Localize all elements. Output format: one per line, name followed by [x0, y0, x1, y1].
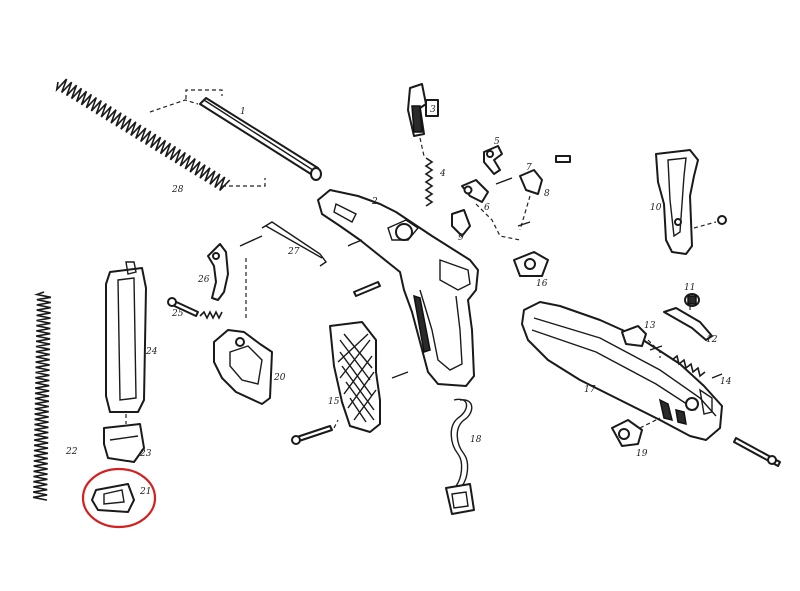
slide-17: [521, 301, 723, 441]
firing-pin: [733, 437, 781, 467]
part-label-21: 21: [139, 487, 151, 497]
slide-stop-16: [513, 251, 549, 277]
part-label-6: 6: [484, 203, 490, 213]
trigger-bar-9: [451, 209, 471, 237]
part-label-7: 7: [526, 163, 532, 173]
part-label-23: 23: [139, 449, 152, 459]
pin-c: [391, 371, 409, 379]
magazine-24: [105, 261, 147, 413]
part-label-4: 4: [439, 169, 446, 179]
part-label-5: 5: [494, 137, 500, 147]
trigger-spring-27: [261, 221, 328, 267]
trigger-guard-20: [213, 329, 273, 405]
grip-panel-15: [329, 321, 381, 433]
trigger-pin: [239, 235, 263, 247]
part-label-15: 15: [328, 397, 340, 407]
safety-lever-7: [519, 169, 543, 195]
part-label-27: 27: [287, 247, 300, 257]
firing-pin-block-13: [621, 325, 647, 347]
part-label-16: 16: [536, 279, 548, 289]
pin-14: [711, 373, 723, 379]
part-label-19: 19: [636, 449, 648, 459]
firing-pin-spring: [671, 354, 706, 378]
part-label-13: 13: [644, 321, 656, 331]
part-label-26: 26: [197, 275, 210, 285]
part-label-10: 10: [650, 203, 662, 213]
extractor-12: [663, 307, 713, 341]
part-label-14: 14: [720, 377, 732, 387]
leader-line-1: [185, 89, 223, 99]
magazine-floorplate-21: [91, 483, 135, 513]
leader-line-13: [647, 339, 661, 358]
disconnector-6: [461, 179, 489, 203]
trigger-pin-25: [167, 297, 199, 317]
part-label-17: 17: [584, 385, 596, 395]
part-label-22: 22: [65, 447, 78, 457]
safety-10: [611, 419, 643, 447]
part-label-28: 28: [171, 185, 184, 195]
part-label-9: 9: [458, 233, 464, 243]
leader-line-15: [333, 419, 339, 429]
part-label-3: 3: [430, 105, 436, 115]
guide-rod-1: [199, 97, 322, 181]
grip-screw-15: [291, 425, 333, 445]
leader-line-10b: [639, 417, 661, 429]
frame-2: [317, 189, 479, 387]
leader-cluster: [475, 203, 521, 241]
grip-screw: [717, 215, 727, 225]
leader-line-10: [693, 221, 717, 229]
pin-a: [347, 239, 363, 247]
leader-line-28: [149, 99, 199, 113]
extractor-spring-11: [684, 293, 700, 307]
part-label-12: 12: [706, 335, 718, 345]
lanyard-loop-18: [445, 398, 475, 515]
pin-f: [649, 345, 663, 351]
trigger-26: [207, 243, 229, 301]
part-label-11: 11: [684, 283, 695, 293]
hammer-3: [407, 83, 439, 137]
part-label-1: 1: [240, 107, 246, 117]
pin-8: [555, 155, 571, 163]
part-label-2: 2: [371, 197, 378, 207]
leader-line-3: [419, 137, 425, 157]
part-label-24: 24: [145, 347, 158, 357]
sear-5: [483, 145, 503, 175]
part-label-18: 18: [470, 435, 482, 445]
pin-d: [495, 177, 513, 185]
grip-checkering: [337, 333, 377, 423]
highlight-circle: [81, 467, 157, 529]
grip-panel-10: [655, 149, 699, 255]
trigger-spring: [199, 310, 223, 320]
part-label-8: 8: [544, 189, 550, 199]
pin-b: [353, 281, 381, 297]
part-label-20: 20: [273, 373, 286, 383]
mainspring-4: [424, 157, 434, 207]
leader-line-26: [222, 178, 266, 187]
part-label-25: 25: [171, 309, 184, 319]
magazine-follower-23: [103, 423, 145, 463]
recoil-spring-28: [55, 78, 231, 191]
magazine-spring-22: [32, 291, 52, 501]
pin-e: [517, 221, 531, 227]
